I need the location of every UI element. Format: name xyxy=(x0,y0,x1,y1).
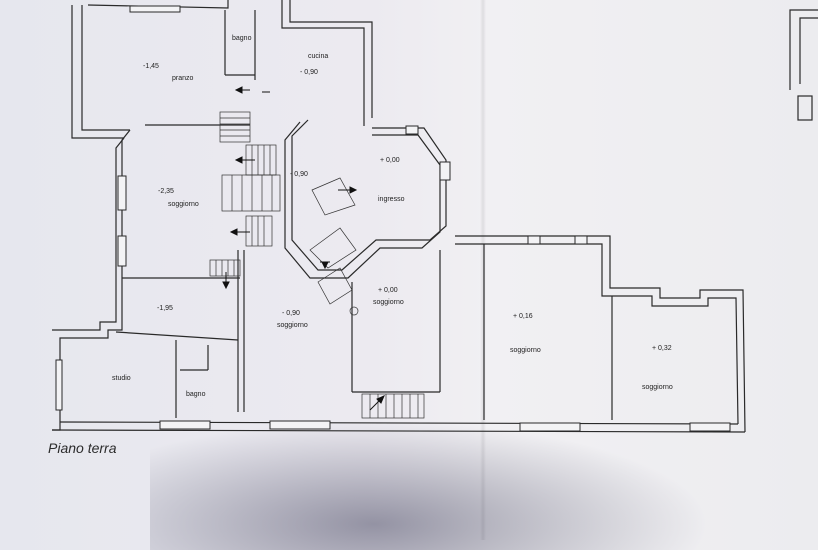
soggiorno-center-level: + 0,00 xyxy=(378,287,398,294)
soggiorno-right2-label: soggiorno xyxy=(642,384,673,391)
soggiorno-mid-label: soggiorno xyxy=(277,322,308,329)
stair-arrows xyxy=(222,86,385,411)
bagno-top-label: bagno xyxy=(232,35,252,42)
stairs xyxy=(209,111,425,419)
plan-caption: Piano terra xyxy=(48,440,117,456)
bagno-bottom-label: bagno xyxy=(186,391,206,398)
soggiorno-center-label: soggiorno xyxy=(373,299,404,306)
adjacent-plan-fragment xyxy=(789,9,818,121)
pranzo-label: pranzo xyxy=(172,75,194,82)
soggiorno-left-label: soggiorno xyxy=(168,201,199,208)
room-left-low-level: -1,95 xyxy=(157,305,173,312)
walls xyxy=(51,0,746,433)
ingresso-level: + 0,00 xyxy=(380,157,400,164)
soggiorno-left-level: -2,35 xyxy=(158,188,174,195)
pranzo-level: -1,45 xyxy=(143,63,159,70)
soggiorno-right1-level: + 0,16 xyxy=(513,313,533,320)
shadow xyxy=(150,420,710,550)
soggiorno-mid-level: - 0,90 xyxy=(282,310,300,317)
soggiorno-right2-level: + 0,32 xyxy=(652,345,672,352)
ingresso-label: ingresso xyxy=(378,196,405,203)
stair-level: - 0,90 xyxy=(290,171,308,178)
studio-label: studio xyxy=(112,375,131,382)
paper-fold xyxy=(480,0,486,540)
soggiorno-right1-label: soggiorno xyxy=(510,347,541,354)
cucina-level: - 0,90 xyxy=(300,69,318,76)
cucina-label: cucina xyxy=(308,53,328,60)
windows xyxy=(55,5,731,432)
